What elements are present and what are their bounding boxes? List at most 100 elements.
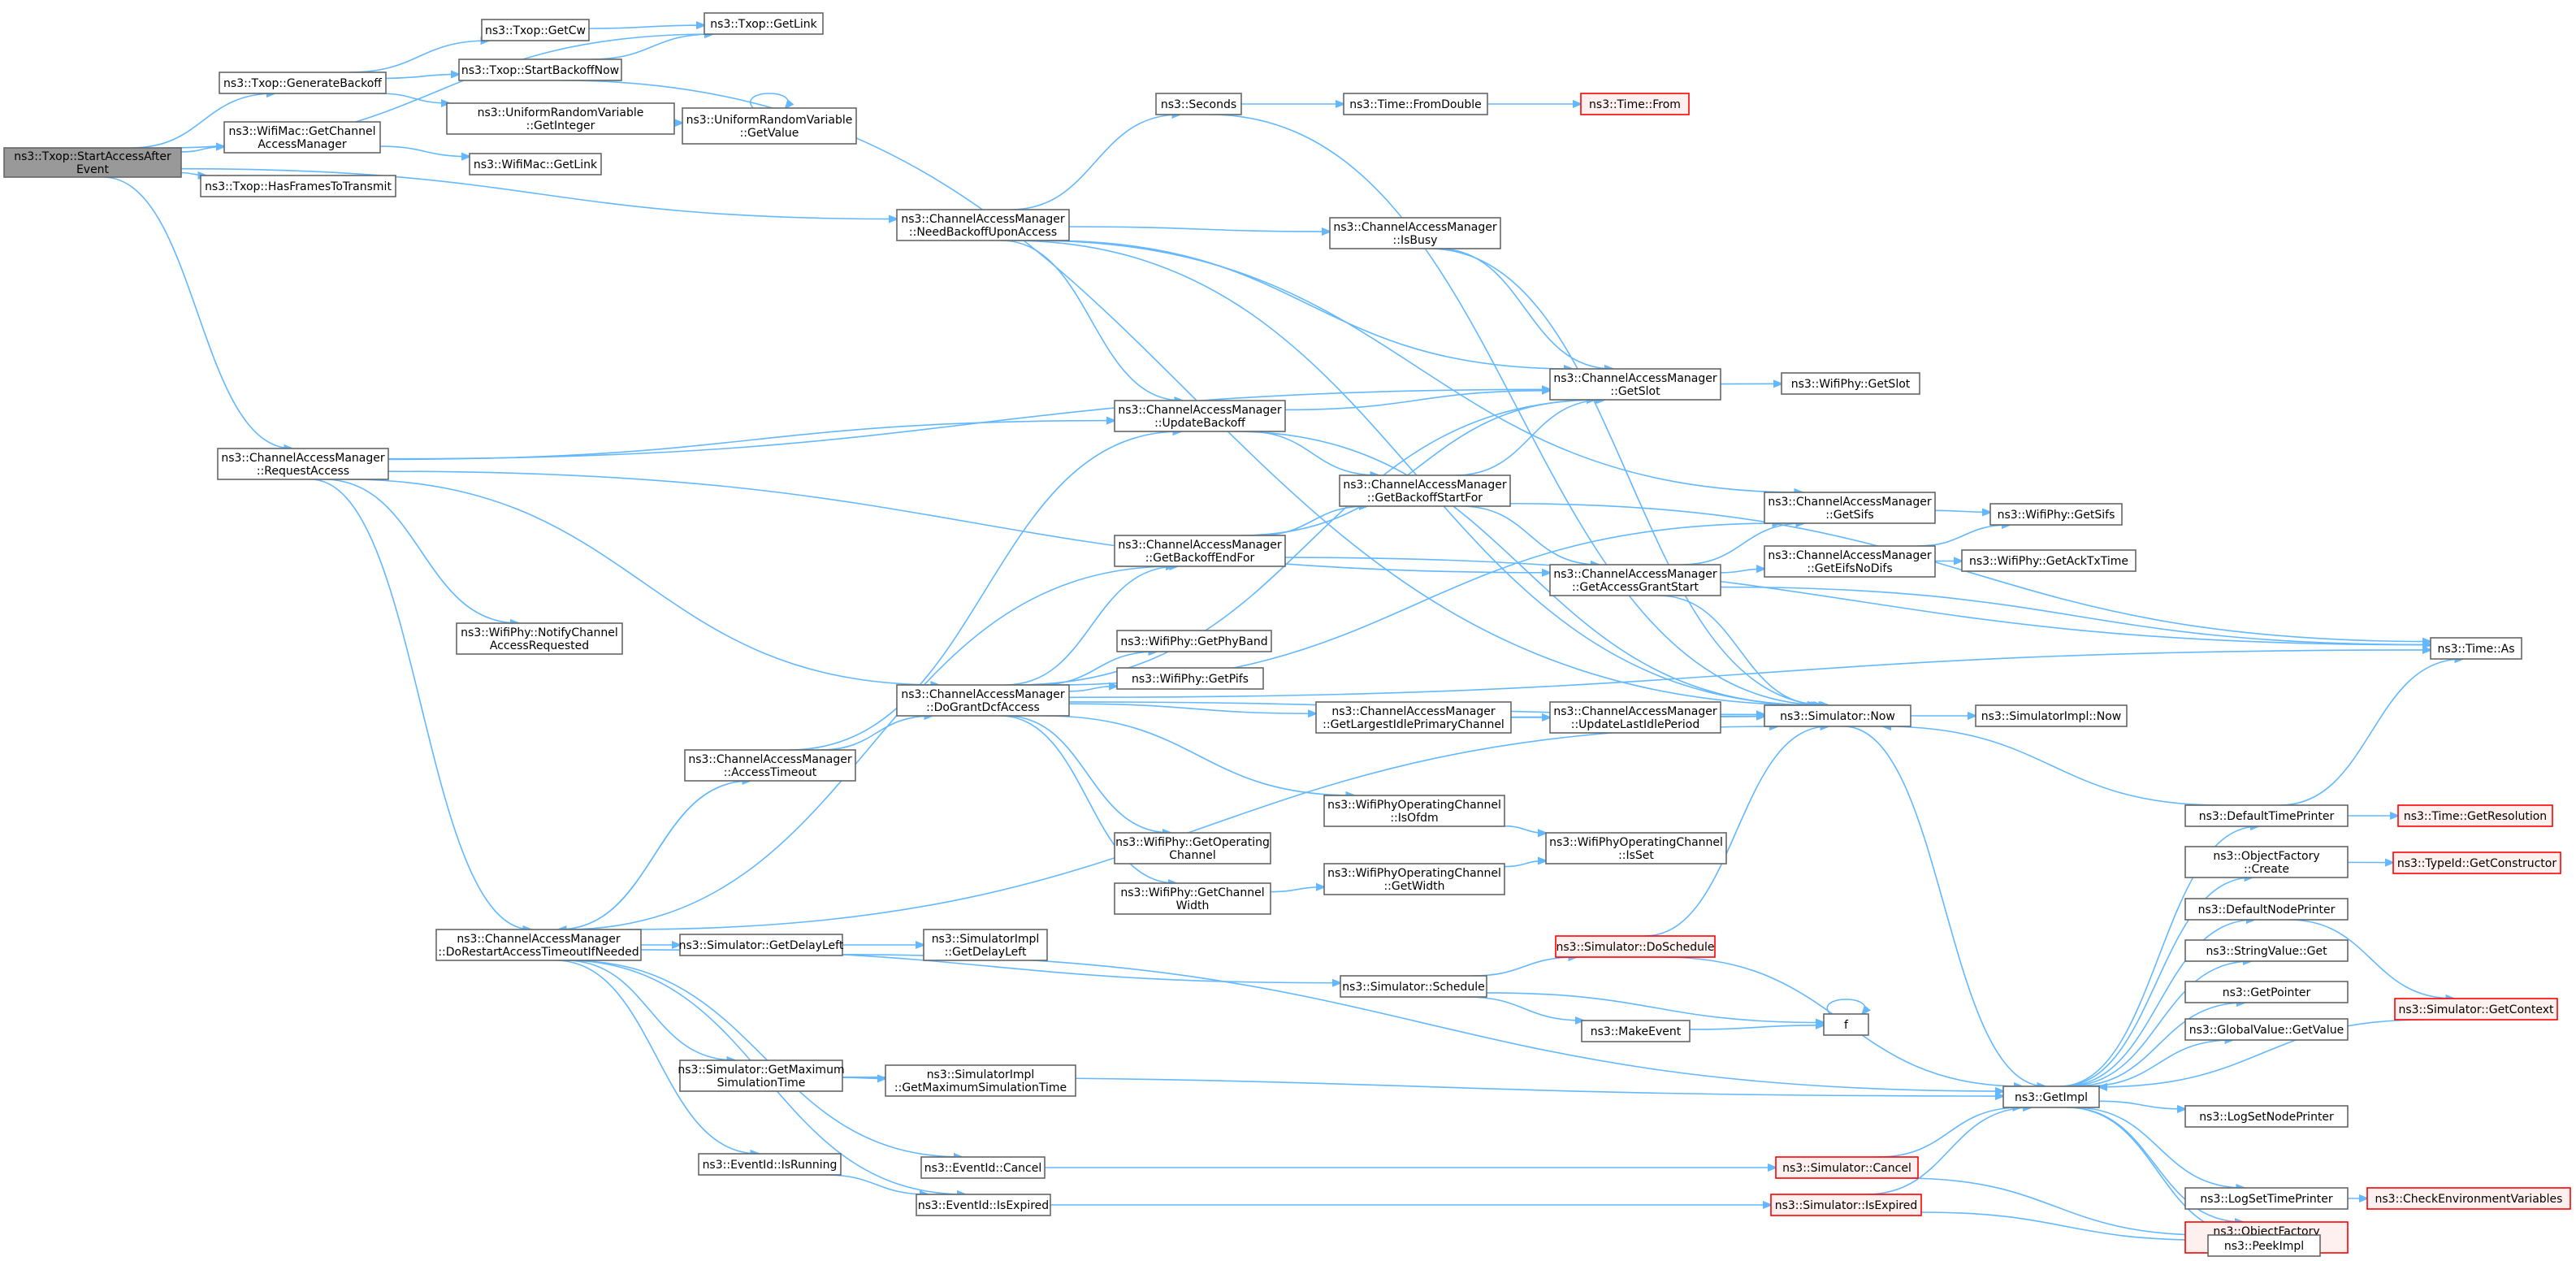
function-node[interactable]: ns3::SimulatorImpl::GetMaximumSimulation… (885, 1064, 1076, 1097)
function-node[interactable]: ns3::DefaultTimePrinter (2184, 804, 2349, 827)
function-node[interactable]: ns3::Txop::StartBackoffNow (458, 58, 622, 81)
function-node[interactable]: ns3::WifiPhy::GetPifs (1116, 667, 1264, 690)
node-label: ::UpdateLastIdlePeriod (1571, 718, 1699, 731)
function-node[interactable]: ns3::TypeId::GetConstructor (2392, 852, 2561, 874)
function-node[interactable]: ns3::Txop::GetLink (704, 12, 824, 35)
node-box (916, 1194, 1051, 1216)
node-box (435, 929, 642, 961)
edge-n10-to-n14 (1068, 226, 1330, 232)
function-node[interactable]: ns3::WifiPhy::GetSlot (1781, 372, 1920, 395)
node-label: ::IsOfdm (1390, 812, 1438, 825)
function-node[interactable]: ns3::Simulator::DoSchedule (1555, 935, 1716, 958)
function-node[interactable]: ns3::Simulator::GetMaximumSimulationTime (678, 1060, 845, 1092)
function-node[interactable]: ns3::WifiPhyOperatingChannel::IsSet (1545, 832, 1727, 864)
function-node[interactable]: ns3::StringValue::Get (2184, 939, 2349, 962)
node-label: Channel (1169, 849, 1215, 862)
function-node[interactable]: ns3::GlobalValue::GetValue (2184, 1018, 2349, 1041)
edge-n25-to-n33 (1658, 595, 1821, 705)
function-node[interactable]: ns3::EventId::IsRunning (698, 1153, 842, 1176)
function-node[interactable]: ns3::ChannelAccessManager::AccessTimeout (684, 749, 856, 782)
node-box (1323, 863, 1505, 895)
node-label: ns3::ChannelAccessManager (1553, 568, 1717, 581)
node-label: ns3::WifiMac::GetChannel (229, 125, 376, 138)
function-node[interactable]: ns3::ChannelAccessManager::IsBusy (1329, 217, 1501, 249)
node-label: ::GetDelayLeft (945, 946, 1027, 959)
function-node[interactable]: ns3::Time::From (1580, 93, 1690, 115)
function-node[interactable]: ns3::ObjectFactory::Create (2184, 846, 2349, 878)
function-node[interactable]: ns3::Simulator::IsExpired (1770, 1194, 1922, 1216)
node-box (2184, 1105, 2349, 1128)
node-label: Width (1176, 899, 1210, 912)
edge-n65-to-n59 (1877, 1107, 2020, 1158)
function-node[interactable]: ns3::Time::As (2430, 637, 2522, 660)
function-node[interactable]: ns3::ChannelAccessManager::GetBackoffEnd… (1114, 535, 1286, 567)
function-node[interactable]: ns3::ChannelAccessManager::NeedBackoffUp… (896, 209, 1070, 241)
node-box (1555, 935, 1716, 958)
node-box (1781, 372, 1920, 395)
function-node[interactable]: ns3::Txop::GetCw (481, 19, 590, 41)
function-node[interactable]: ns3::WifiPhy::GetSifs (1989, 503, 2123, 526)
function-node[interactable]: f (1823, 1013, 1869, 1036)
function-node[interactable]: ns3::UniformRandomVariable::GetValue (682, 107, 857, 145)
function-node[interactable]: ns3::WifiPhy::GetPhyBand (1116, 630, 1272, 652)
function-node[interactable]: ns3::LogSetNodePrinter (2184, 1105, 2349, 1128)
function-node[interactable]: ns3::Time::FromDouble (1343, 93, 1488, 115)
function-node[interactable]: ns3::WifiPhyOperatingChannel::GetWidth (1323, 863, 1505, 895)
function-node[interactable]: ns3::Time::GetResolution (2397, 804, 2553, 827)
edge-n46-to-n57 (565, 960, 734, 1060)
function-node[interactable]: ns3::LogSetTimePrinter (2184, 1187, 2349, 1210)
edge-n46-to-n35 (558, 781, 751, 930)
function-node[interactable]: ns3::Simulator::Schedule (1340, 975, 1487, 998)
function-node[interactable]: ns3::Txop::GenerateBackoff (219, 72, 387, 94)
function-node[interactable]: ns3::WifiMac::GetLink (469, 153, 602, 176)
function-node[interactable]: ns3::PeekImpl (2207, 1234, 2321, 1257)
root-node-box (3, 147, 182, 178)
function-node[interactable]: ns3::Txop::HasFramesToTransmit (200, 175, 396, 197)
function-node[interactable]: ns3::Simulator::Cancel (1775, 1156, 1919, 1179)
function-node[interactable]: ns3::ChannelAccessManager::GetSifs (1764, 492, 1936, 524)
function-node[interactable]: ns3::WifiPhyOperatingChannel::IsOfdm (1323, 795, 1505, 827)
edge-n0-to-n10 (180, 167, 897, 219)
function-node[interactable]: ns3::ChannelAccessManager::GetEifsNoDifs (1764, 545, 1936, 578)
function-node[interactable]: ns3::GetImpl (2002, 1086, 2100, 1108)
function-node[interactable]: ns3::Simulator::GetContext (2394, 998, 2558, 1020)
node-label: ns3::WifiPhy::GetSifs (1998, 509, 2115, 522)
function-node[interactable]: ns3::ChannelAccessManager::DoGrantDcfAcc… (896, 684, 1070, 717)
function-node[interactable]: ns3::ChannelAccessManager::UpdateBackoff (1114, 400, 1286, 432)
function-node[interactable]: ns3::ChannelAccessManager::GetBackoffSta… (1339, 474, 1511, 507)
function-node[interactable]: ns3::EventId::Cancel (920, 1156, 1046, 1179)
node-box (2366, 1187, 2571, 1210)
function-node[interactable]: ns3::ChannelAccessManager::GetLargestIdl… (1315, 701, 1512, 734)
node-box (1114, 400, 1286, 432)
node-label: ::IsSet (1618, 849, 1654, 862)
function-node[interactable]: ns3::Seconds (1155, 93, 1242, 115)
function-node[interactable]: ns3::WifiPhy::NotifyChannelAccessRequest… (456, 622, 623, 655)
node-label: ::GetInteger (526, 119, 595, 132)
function-node[interactable]: ns3::Simulator::GetDelayLeft (679, 934, 844, 956)
edge-n24-to-n15 (1240, 400, 1595, 536)
function-node[interactable]: ns3::DefaultNodePrinter (2184, 898, 2349, 921)
function-node[interactable]: ns3::ChannelAccessManager::UpdateLastIdl… (1549, 701, 1721, 734)
function-node[interactable]: ns3::UniformRandomVariable::GetInteger (446, 102, 675, 135)
function-node[interactable]: ns3::Simulator::Now (1764, 704, 1911, 727)
node-label: ns3::Txop::GenerateBackoff (223, 77, 382, 90)
function-node[interactable]: ns3::SimulatorImpl::Now (1975, 704, 2128, 727)
function-node[interactable]: ns3::ChannelAccessManager::DoRestartAcce… (435, 929, 642, 961)
function-node[interactable]: ns3::SimulatorImpl::GetDelayLeft (923, 929, 1048, 961)
function-node[interactable]: ns3::ChannelAccessManager::GetAccessGran… (1549, 564, 1721, 596)
function-node[interactable]: ns3::MakeEvent (1581, 1020, 1691, 1042)
function-node[interactable]: ns3::EventId::IsExpired (916, 1194, 1051, 1216)
function-node[interactable]: ns3::WifiPhy::GetAckTxTime (1961, 549, 2137, 572)
function-node[interactable]: ns3::GetPointer (2184, 981, 2349, 1003)
edge-n65-to-n69 (1903, 1177, 2208, 1235)
edge-n51-to-n53 (1466, 996, 1583, 1020)
function-node[interactable]: ns3::ChannelAccessManager::RequestAccess (217, 448, 389, 480)
function-node[interactable]: ns3::ChannelAccessManager::GetSlot (1549, 368, 1721, 401)
edge-n19-to-n29 (1509, 502, 2431, 642)
node-label: ns3::SimulatorImpl (927, 1068, 1035, 1081)
function-node[interactable]: ns3::CheckEnvironmentVariables (2366, 1187, 2571, 1210)
